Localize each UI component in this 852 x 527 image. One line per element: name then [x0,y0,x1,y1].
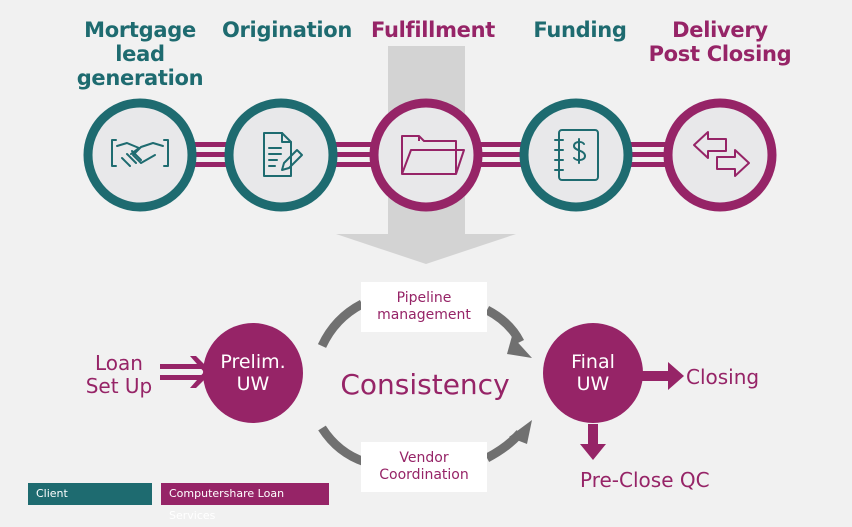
exchange-arrows-icon [693,131,750,177]
handshake-icon [111,139,169,167]
legend-client: Client [28,483,152,505]
consistency-label: Consistency [340,368,510,401]
stage-connectors [190,142,672,167]
stage-title-origination: Origination [221,18,353,42]
top-left-curve [317,300,365,348]
stage-title-fulfillment: Fulfillment [371,18,495,42]
final-uw-circle [543,323,643,423]
cycle-arrowheads [507,336,532,444]
preclose-arrow [580,424,606,460]
preclose-qc-label: Pre-Close QC [580,468,710,492]
bottom-left-curve [318,425,367,467]
prelim-uw-circle [203,323,303,423]
stage-circle-funding [519,98,633,212]
stage-title-lead: Mortgage lead generation [76,18,204,90]
stage-circle-lead [83,98,197,212]
pipeline-management-box: Pipeline management [361,282,487,332]
closing-label: Closing [686,365,760,389]
prelim-uw-label: Prelim. UW [220,351,286,395]
final-uw-label: Final UW [571,351,615,395]
document-edit-icon [263,132,303,177]
vendor-coordination-box: Vendor Coordination [361,442,487,492]
stage-circle-fulfillment [369,98,483,212]
stage-title-funding: Funding [533,18,627,42]
loan-setup-label: Loan Set Up [85,351,153,398]
stage-title-delivery: Delivery Post Closing [648,18,792,66]
dollar-ledger-icon [554,129,599,181]
top-right-curve [484,306,525,345]
legend-computershare: Computershare Loan Services [161,483,329,522]
folder-icon [401,135,465,175]
closing-arrow [640,362,684,390]
stage-circle-delivery [663,98,777,212]
